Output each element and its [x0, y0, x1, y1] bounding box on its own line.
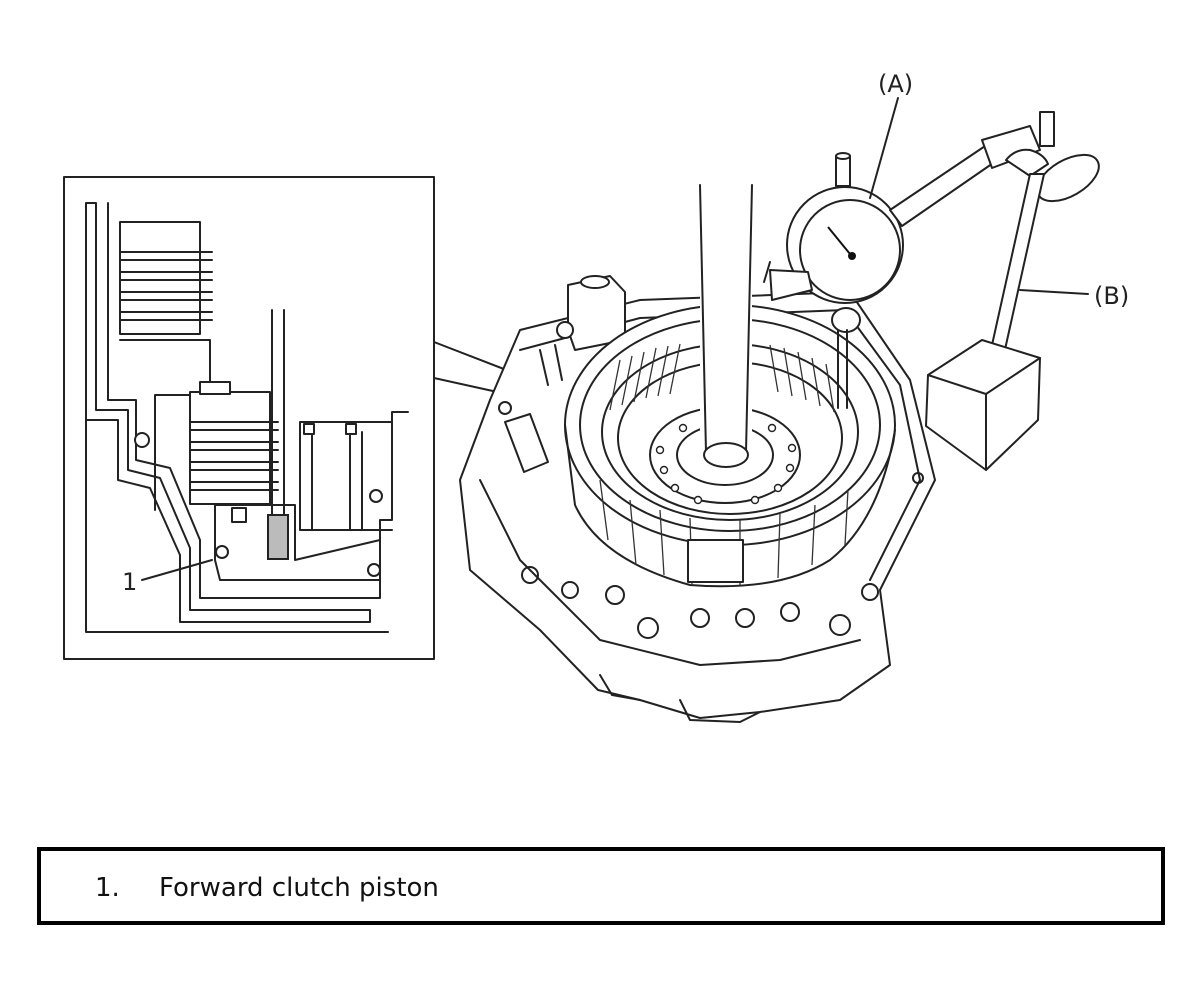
- clutch-measurement-diagram: 1: [63, 70, 1129, 723]
- input-shaft: [699, 184, 753, 468]
- magnetic-stand: (B): [889, 111, 1129, 471]
- dial-gauge: (A): [763, 70, 913, 409]
- legend-table: 1. Forward clutch piston: [37, 847, 1165, 925]
- magnetic-stand-label: (B): [1094, 282, 1129, 310]
- legend-item-text: Forward clutch piston: [159, 873, 439, 903]
- legend-item-number: 1.: [95, 873, 120, 903]
- inset-cross-section: 1: [63, 176, 435, 660]
- callout-1-label: 1: [122, 568, 137, 596]
- dial-gauge-label: (A): [878, 70, 913, 98]
